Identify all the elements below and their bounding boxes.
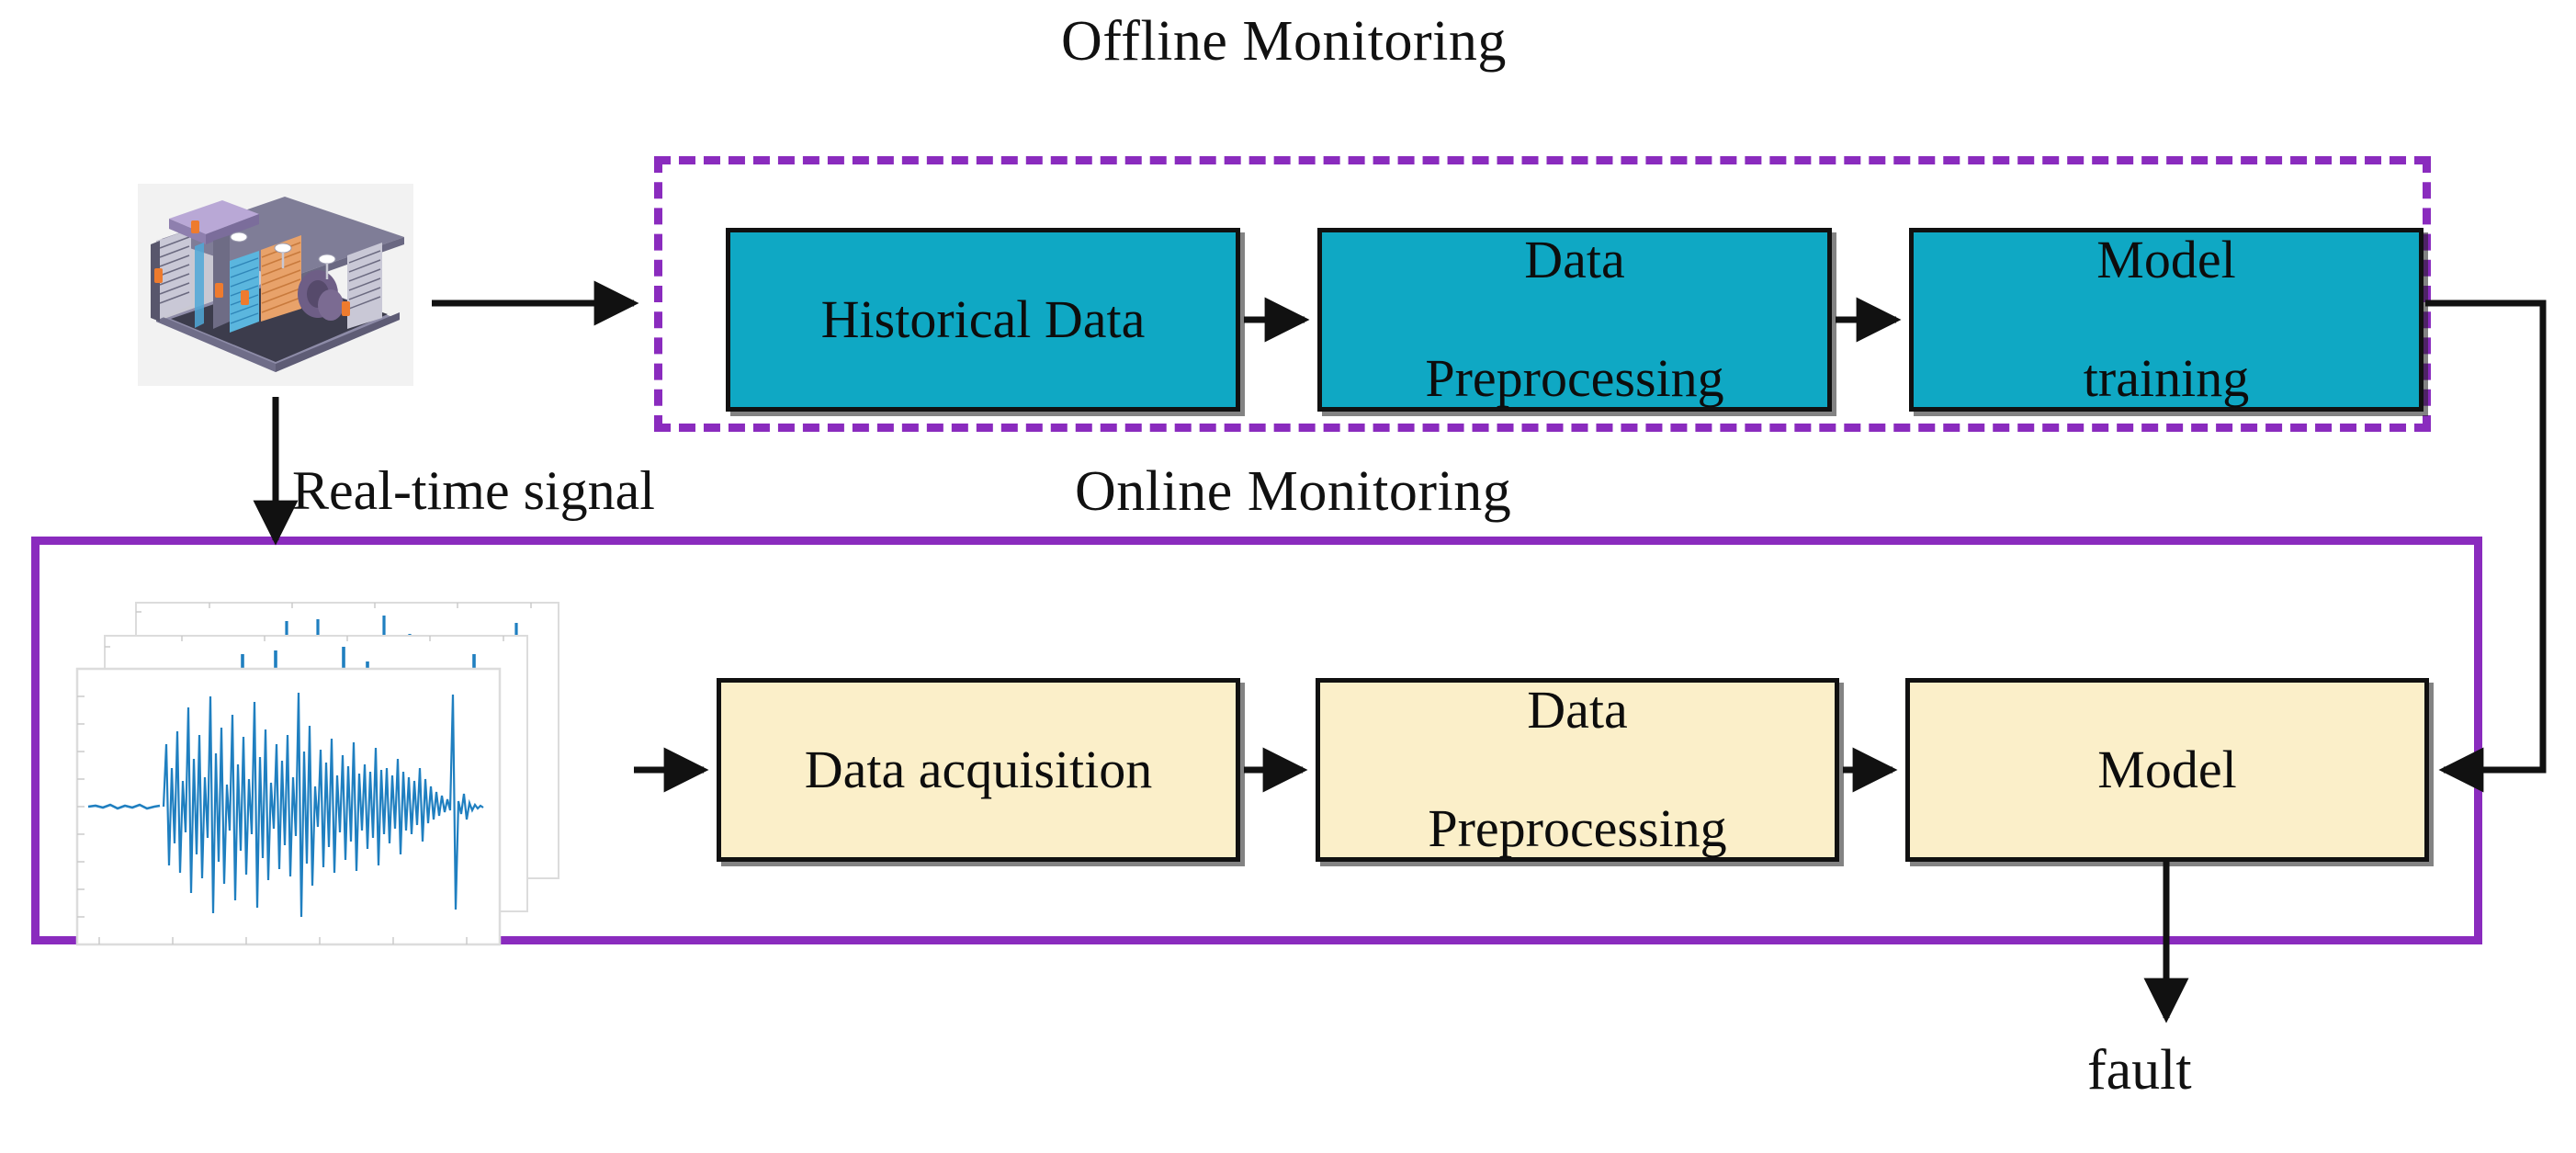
offline-prep-line-1: Data	[1524, 229, 1625, 289]
air-handling-unit-3d-illustration-icon	[138, 184, 413, 386]
model-training-line-1: Model	[2096, 229, 2236, 289]
box-offline-data-preprocessing-label: Data Preprocessing	[1407, 229, 1742, 410]
box-offline-data-preprocessing[interactable]: Data Preprocessing	[1317, 228, 1832, 412]
box-historical-data-label: Historical Data	[820, 288, 1146, 349]
realtime-signal-label: Real-time signal	[292, 460, 655, 521]
model-training-line-2: training	[2083, 348, 2250, 409]
box-online-data-preprocessing-label: Data Preprocessing	[1409, 679, 1745, 860]
stacked-vibration-signal-plots-icon	[72, 597, 623, 946]
box-model[interactable]: Model	[1905, 678, 2429, 862]
box-online-data-preprocessing[interactable]: Data Preprocessing	[1316, 678, 1839, 862]
box-model-label: Model	[2097, 739, 2237, 799]
offline-monitoring-frame	[654, 156, 2431, 432]
offline-prep-line-2: Preprocessing	[1425, 348, 1724, 409]
box-data-acquisition-label: Data acquisition	[804, 739, 1153, 799]
online-monitoring-title: Online Monitoring	[1075, 460, 1512, 523]
signal-plots-svg	[75, 602, 559, 946]
online-prep-line-2: Preprocessing	[1428, 798, 1727, 859]
fault-label: fault	[2087, 1039, 2192, 1102]
online-prep-line-1: Data	[1527, 679, 1628, 740]
box-model-training[interactable]: Model training	[1909, 228, 2423, 412]
equipment-svg	[138, 184, 413, 386]
box-historical-data[interactable]: Historical Data	[726, 228, 1240, 412]
box-data-acquisition[interactable]: Data acquisition	[717, 678, 1240, 862]
offline-monitoring-title: Offline Monitoring	[1061, 10, 1507, 73]
box-model-training-label: Model training	[2065, 229, 2267, 410]
signal-plot-front	[75, 667, 502, 946]
